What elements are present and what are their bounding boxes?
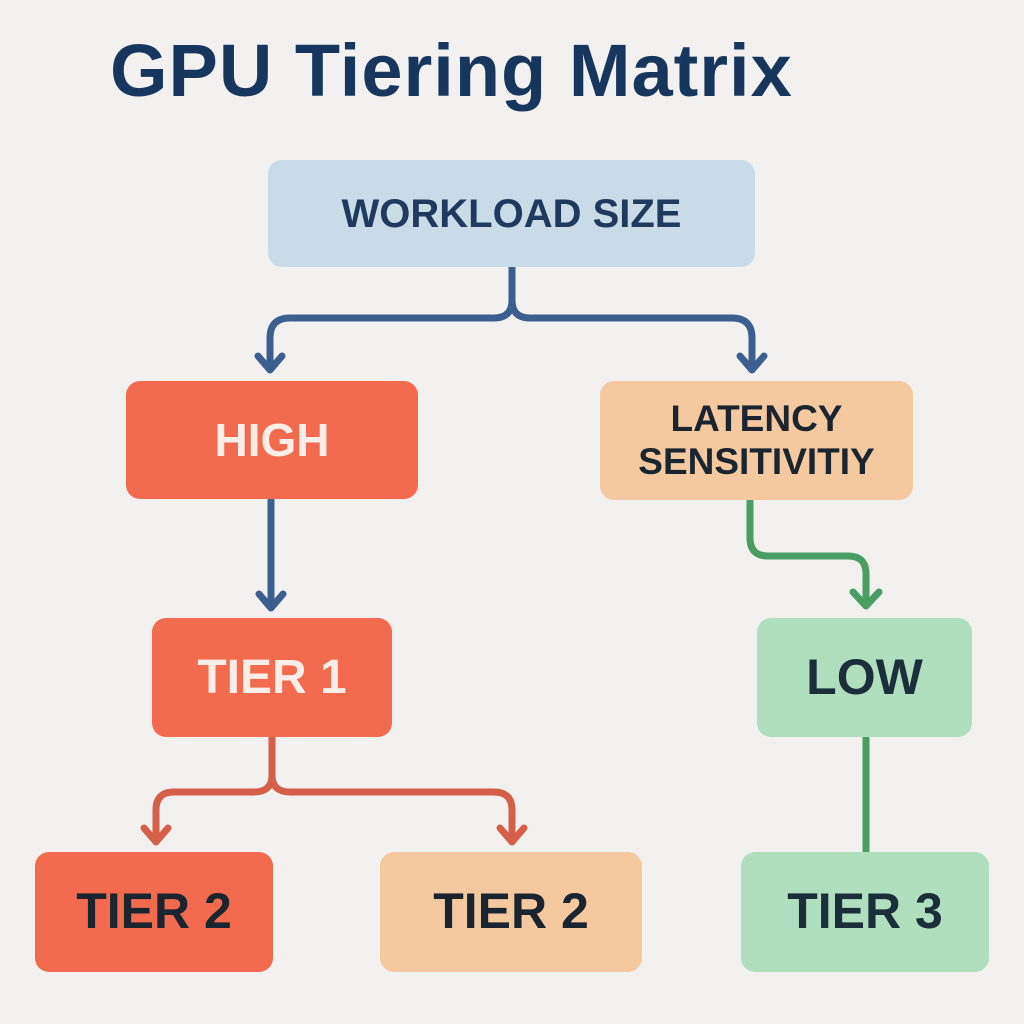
arrow-workload-to-high bbox=[254, 263, 516, 374]
node-label: TIER 2 bbox=[76, 883, 232, 940]
node-label: TIER 3 bbox=[787, 883, 943, 940]
node-label: WORKLOAD SIZE bbox=[341, 191, 682, 236]
node-tier1: TIER 1 bbox=[152, 618, 392, 737]
red-connectors bbox=[140, 733, 528, 846]
node-tier2-left: TIER 2 bbox=[35, 852, 273, 972]
arrow-high-to-tier1 bbox=[255, 496, 287, 612]
node-tier2-right: TIER 2 bbox=[380, 852, 642, 972]
arrow-tier1-to-tier2-left bbox=[140, 733, 276, 846]
node-latency-sensitivity: LATENCY SENSITIVITIY bbox=[600, 381, 913, 500]
node-high: HIGH bbox=[126, 381, 418, 499]
node-workload-size: WORKLOAD SIZE bbox=[268, 160, 755, 267]
node-label-line1: LATENCY bbox=[670, 397, 843, 439]
arrow-tier1-to-tier2-right bbox=[268, 733, 528, 846]
node-low: LOW bbox=[757, 618, 972, 737]
node-label: TIER 1 bbox=[197, 650, 347, 704]
diagram-title: GPU Tiering Matrix bbox=[110, 29, 793, 112]
arrow-latency-to-low bbox=[746, 496, 883, 610]
arrow-workload-to-latency bbox=[508, 263, 768, 374]
node-label-line2: SENSITIVITIY bbox=[638, 440, 875, 482]
node-tier3: TIER 3 bbox=[741, 852, 989, 972]
node-label: TIER 2 bbox=[433, 883, 589, 940]
green-connectors bbox=[746, 496, 883, 856]
node-label: LOW bbox=[806, 648, 923, 705]
blue-connectors bbox=[254, 263, 768, 612]
node-label: HIGH bbox=[214, 413, 330, 466]
